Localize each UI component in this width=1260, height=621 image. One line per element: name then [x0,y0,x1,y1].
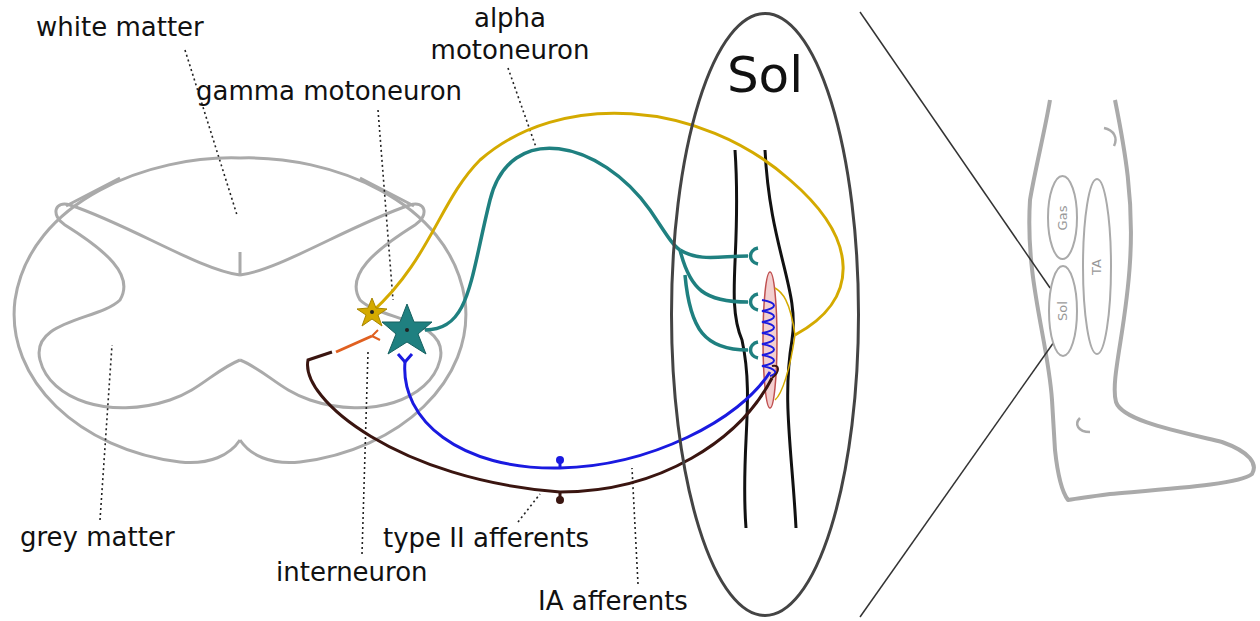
leader-line [518,494,540,522]
motor-endplate [751,248,759,358]
grey-matter-outline [39,204,240,408]
leader-line [378,110,393,300]
type-ii-afferent [308,352,778,498]
leader-lines [100,50,638,584]
neuron-label: interneuron [276,557,428,587]
nucleus [370,310,374,314]
cord-outline [14,158,240,463]
ellipse-outline [1083,179,1111,354]
neuron-label: alpha motoneuron [425,2,595,66]
flower-spray-ending [772,366,778,378]
alpha-branch [685,275,748,350]
muscle-ellipse: TA [1082,178,1112,355]
nucleus [405,328,409,332]
leader-line [185,50,237,215]
grey-matter-outline [240,204,441,408]
ellipse-outline [672,14,859,616]
muscle-ellipse: Gas [1047,175,1078,260]
ellipse-outline [1049,266,1077,356]
muscle-fibre [734,150,796,528]
region-label: white matter [36,12,204,42]
ankle-mark [1077,418,1090,432]
muscle-name: Gas [1055,205,1069,230]
leg-outline [1029,100,1254,500]
muscle-zoom-ellipse: Sol [670,12,860,617]
muscle-name: Sol [727,48,803,103]
alpha-branch [680,250,748,258]
gamma-axon [372,113,843,400]
muscle-name: TA [1090,259,1104,275]
ia-terminal [398,354,412,362]
gamma-axon [372,113,843,335]
zoom-line [860,343,1053,617]
leader-line [362,352,368,554]
alpha-branch [680,250,748,302]
neuron-label: IA afferents [538,586,688,616]
interneuron [336,330,380,352]
ia-afferent [398,300,775,468]
muscle-fibre [734,150,747,528]
type-ii-afferent [308,352,772,492]
zoom-line [860,12,1050,288]
muscle-ellipse: Sol [1048,265,1078,357]
muscle-name: Sol [1056,301,1070,321]
alpha-axon [425,148,680,330]
spinal-cord [14,158,466,463]
white-matter-division [66,178,414,275]
alpha-soma [382,304,432,354]
neuron-label: type II afferents [383,523,589,553]
leg-outline [1029,100,1254,500]
alpha-axon [425,148,758,358]
leader-line [632,468,638,584]
gamma-terminal [775,288,795,335]
annulospiral-ending [762,300,775,376]
ellipse-outline [1048,176,1077,259]
knee-mark [1104,128,1116,146]
neuron-label: gamma motoneuron [196,76,462,106]
interneuron-axon [336,336,372,352]
interneuron-terminal [372,330,380,340]
ganglion-cell [556,496,564,504]
ganglion-cell [556,456,564,464]
leader-line [100,345,112,520]
cord-outline [240,158,466,463]
ia-afferent [405,362,770,468]
region-label: grey matter [20,522,175,552]
